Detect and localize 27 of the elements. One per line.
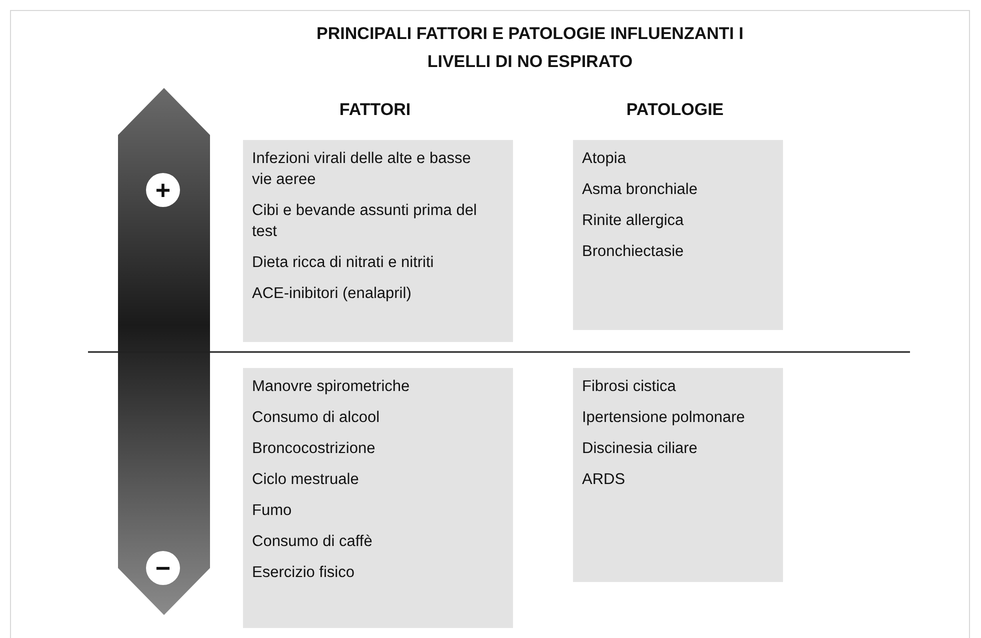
- list-box: [243, 368, 513, 628]
- list-box: [573, 368, 783, 582]
- list-item: Rinite allergica: [582, 211, 685, 231]
- list-item: ACE-inibitori (enalapril): [252, 284, 412, 304]
- list-item: Fumo: [252, 501, 293, 521]
- column-header: FATTORI: [339, 100, 411, 120]
- list-item: Dieta ricca di nitrati e nitriti: [252, 253, 435, 273]
- list-item: Cibi e bevande assunti prima del test: [252, 201, 478, 242]
- list-item: Broncocostrizione: [252, 439, 376, 459]
- list-item: Asma bronchiale: [582, 180, 698, 200]
- list-item: Fibrosi cistica: [582, 377, 677, 397]
- list-box: [243, 140, 513, 342]
- list-item: Discinesia ciliare: [582, 439, 698, 459]
- title: PRINCIPALI FATTORI E PATOLOGIE INFLUENZANTI I LIVELLI DI NO ESPIRATO: [316, 23, 744, 73]
- list-item: Ciclo mestruale: [252, 470, 360, 490]
- list-item: Atopia: [582, 149, 627, 169]
- list-item: Esercizio fisico: [252, 563, 356, 583]
- gradient-bar: [118, 88, 210, 615]
- list-item: Bronchiectasie: [582, 242, 685, 262]
- list-item: Ipertensione polmonare: [582, 408, 746, 428]
- list-item: Infezioni virali delle alte e basse vie aeree: [252, 149, 472, 190]
- list-item: Consumo di caffè: [252, 532, 374, 552]
- list-box: [573, 140, 783, 330]
- list-item: ARDS: [582, 470, 626, 490]
- list-item: Consumo di alcool: [252, 408, 381, 428]
- list-item: Manovre spirometriche: [252, 377, 411, 397]
- column-header: PATOLOGIE: [626, 100, 724, 120]
